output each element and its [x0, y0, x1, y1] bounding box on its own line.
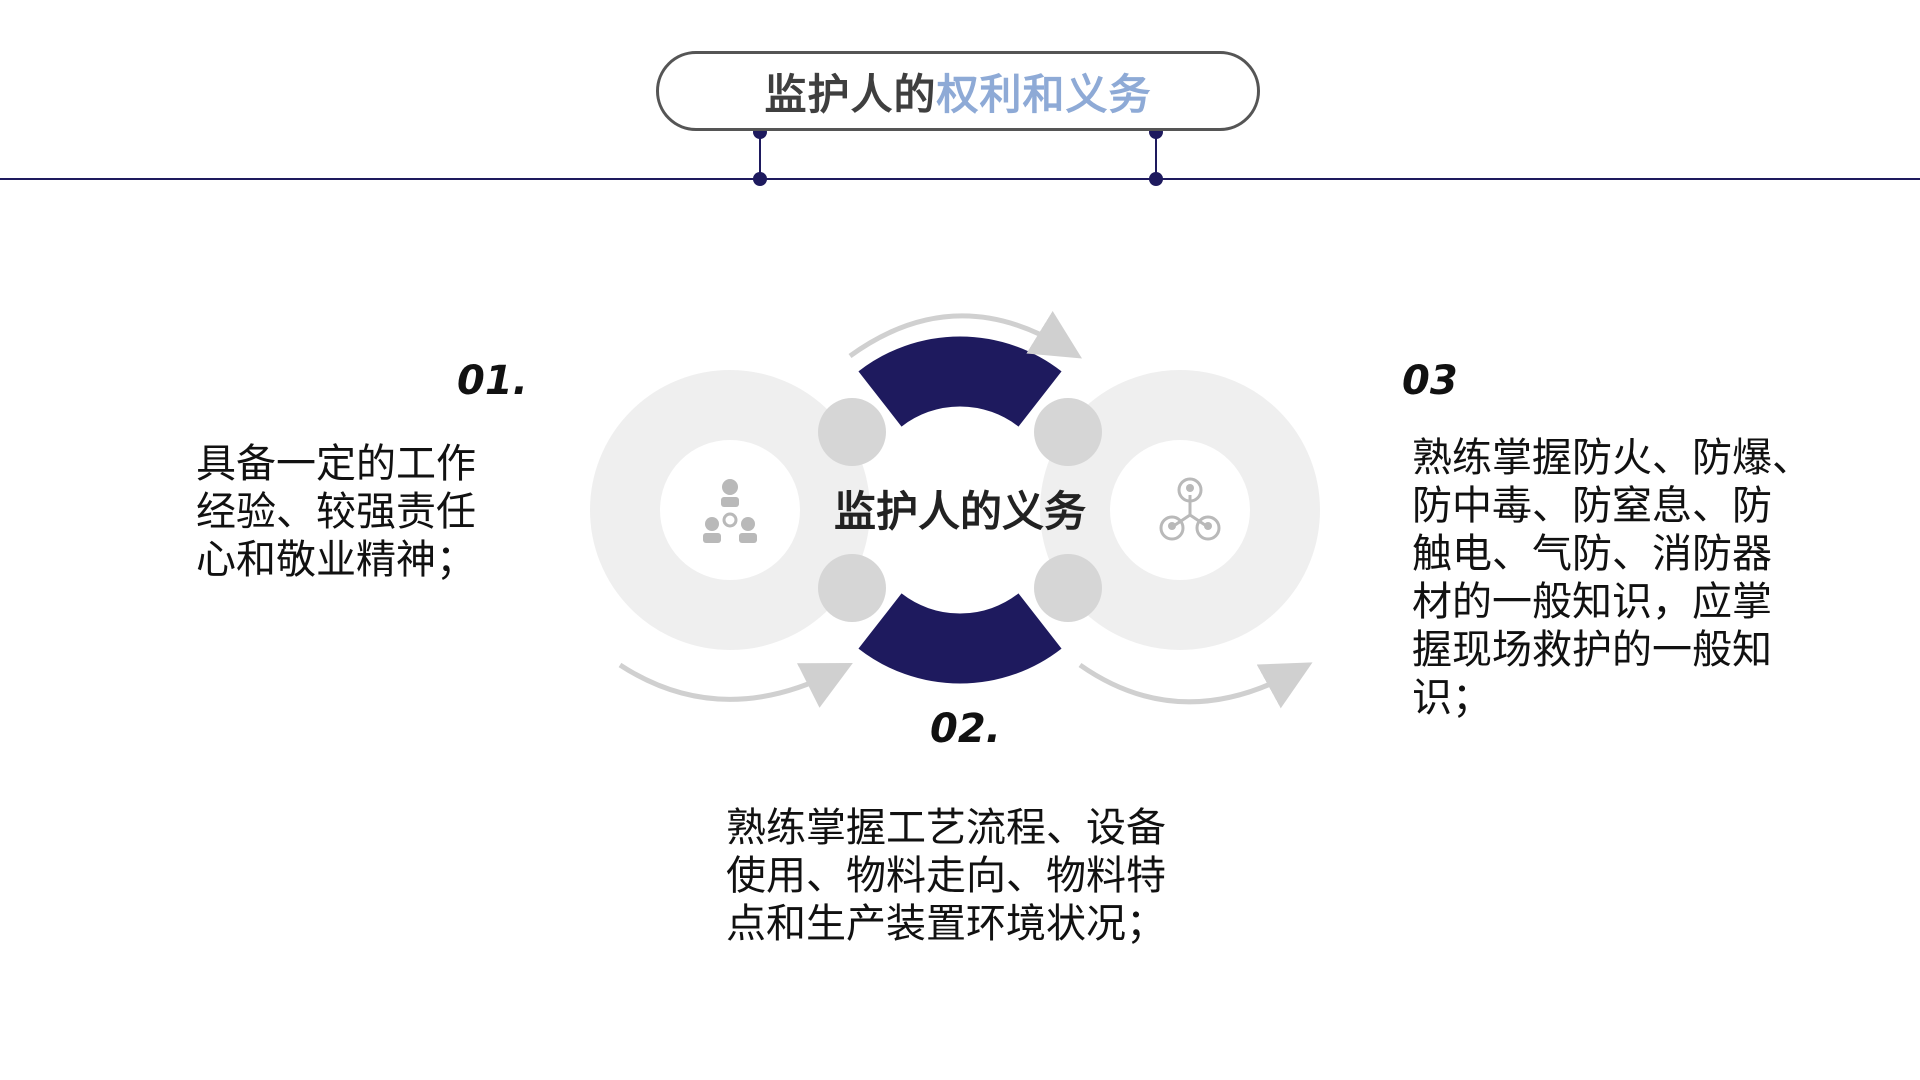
left-connector-dot-bottom: [753, 172, 767, 186]
item-3-number: 03: [1402, 358, 1458, 404]
top-arrow: [848, 310, 1083, 359]
left-ring: [590, 370, 870, 650]
overlap-lobe-top-right: [1034, 398, 1102, 466]
page-title: 监护人的权利和义务: [656, 51, 1260, 131]
item-2-description: 熟练掌握工艺流程、设备 使用、物料走向、物料特 点和生产装置环境状况；: [726, 805, 1166, 947]
team-settings-icon: [703, 479, 757, 543]
bottom-right-arrow: [1078, 662, 1313, 709]
center-label: 监护人的义务: [833, 487, 1086, 536]
bottom-left-arrow: [618, 662, 853, 708]
item-1-description: 具备一定的工作 经验、较强责任 心和敬业精神；: [196, 441, 476, 583]
overlap-lobe-bottom-left: [818, 554, 886, 622]
center-ring-top-arc: [858, 336, 1062, 428]
title-dark-part: 监护人的: [764, 69, 937, 119]
center-ring-bottom-arc: [858, 592, 1062, 684]
title-accent-part: 权利和义务: [936, 69, 1152, 119]
right-ring: [1040, 370, 1320, 650]
item-2-number: 02.: [930, 706, 1001, 752]
network-people-icon: [1159, 477, 1221, 541]
overlap-lobe-top-left: [818, 398, 886, 466]
item-1-number: 01.: [457, 358, 528, 404]
right-connector-dot-bottom: [1149, 172, 1163, 186]
item-3-description: 熟练掌握防火、防爆、 防中毒、防窒息、防 触电、气防、消防器 材的一般知识，应掌…: [1412, 435, 1812, 721]
overlap-lobe-bottom-right: [1034, 554, 1102, 622]
